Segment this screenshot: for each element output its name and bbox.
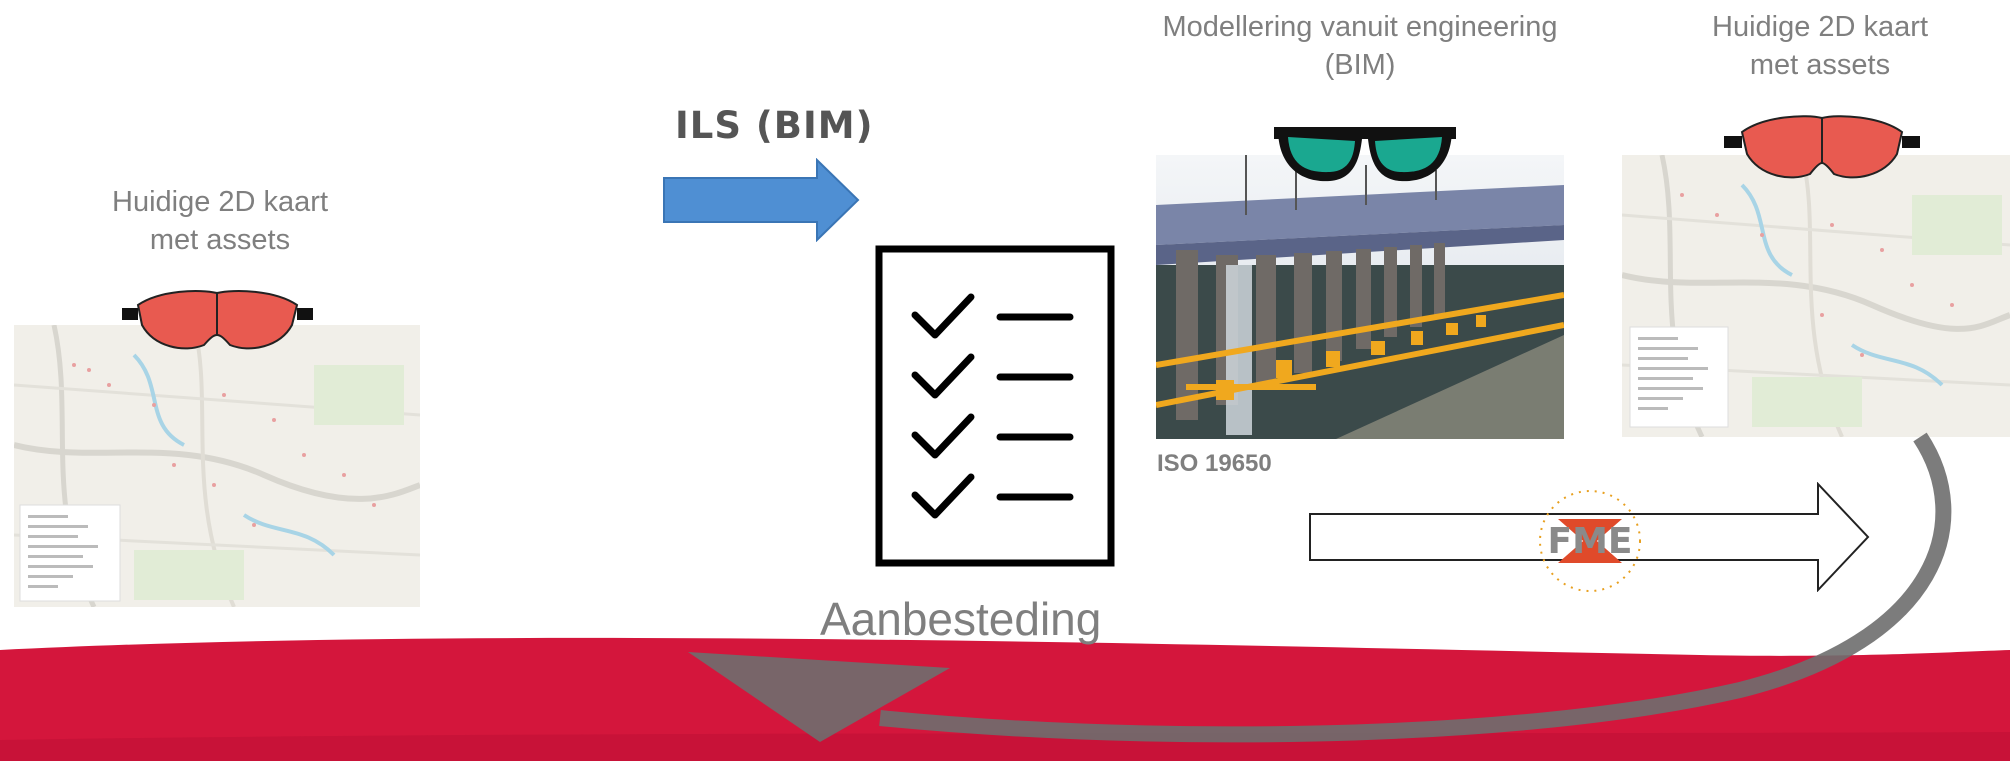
right-map-thumbnail xyxy=(1622,155,2010,437)
fme-logo-text: FME xyxy=(1547,521,1632,562)
bim-caption-line2: (BIM) xyxy=(1324,49,1396,81)
blue-arrow-icon xyxy=(663,158,860,242)
right-caption-line1: Huidige 2D kaart xyxy=(1712,11,1928,43)
right-map-caption: Huidige 2D kaart met assets xyxy=(1660,8,1980,84)
bim-caption-line1: Modellering vanuit engineering xyxy=(1162,11,1558,43)
left-caption-line2: met assets xyxy=(149,224,291,256)
bim-model-image xyxy=(1156,155,1564,439)
iso-label: ISO 19650 xyxy=(1157,450,1272,477)
checklist-icon xyxy=(875,245,1115,567)
red-glasses-icon-right xyxy=(1724,115,1920,179)
tender-label: Aanbesteding xyxy=(820,593,1102,645)
right-caption-line2: met assets xyxy=(1749,49,1891,81)
red-glasses-icon-left xyxy=(122,289,313,350)
left-map-caption: Huidige 2D kaart met assets xyxy=(60,183,380,259)
bim-caption: Modellering vanuit engineering (BIM) xyxy=(1130,8,1590,84)
left-caption-line1: Huidige 2D kaart xyxy=(112,186,328,218)
teal-glasses-icon xyxy=(1274,127,1456,182)
left-map-thumbnail xyxy=(14,325,420,607)
ils-label: ILS (BIM) xyxy=(675,104,874,147)
fme-logo-icon: FME xyxy=(1539,490,1641,592)
